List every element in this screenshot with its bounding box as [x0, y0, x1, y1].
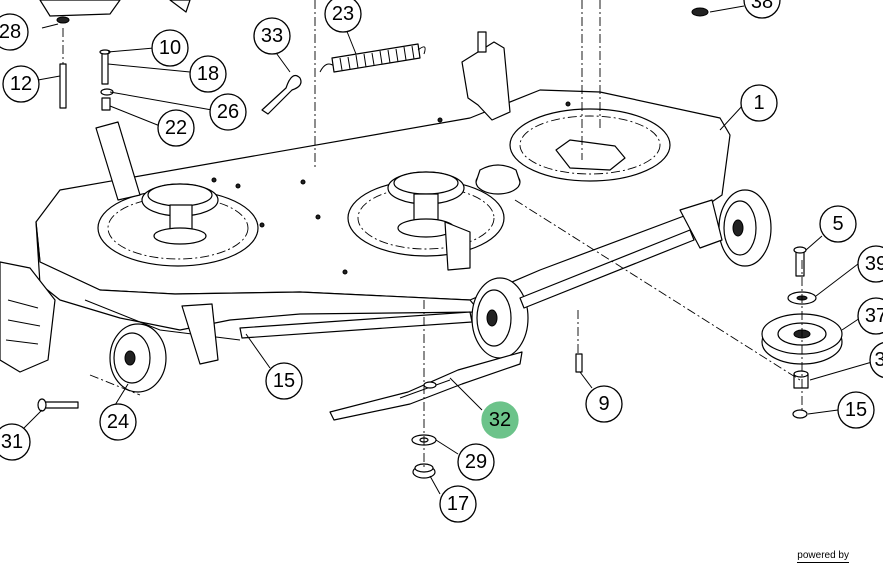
callout-33-label: 33 — [261, 25, 283, 47]
callout-38-label: 38 — [751, 0, 773, 13]
left-spindle-assembly — [95, 121, 259, 267]
callout-1[interactable]: 1 — [740, 84, 778, 122]
callout-17-label: 17 — [447, 493, 469, 515]
callout-29-label: 29 — [465, 451, 487, 473]
callout-15-left[interactable]: 15 — [265, 362, 303, 400]
callout-15-left-label: 15 — [273, 370, 295, 392]
right-spindle-pocket — [475, 108, 671, 195]
callout-29[interactable]: 29 — [457, 443, 495, 481]
callout-17[interactable]: 17 — [439, 485, 477, 523]
bolt-31 — [37, 398, 79, 412]
callout-24-label: 24 — [107, 411, 129, 433]
locknut — [792, 409, 808, 419]
callout-23-label: 23 — [332, 3, 354, 25]
bolt-9 — [575, 353, 583, 373]
wheel-axle-rods — [181, 229, 695, 365]
callout-31-label: 31 — [1, 431, 23, 453]
hairpin-clip — [261, 75, 302, 115]
callout-28-label: 28 — [0, 21, 21, 43]
deck-wheel-front-right — [471, 277, 529, 359]
left-side-bracket — [0, 261, 56, 373]
spacer — [793, 370, 809, 389]
callout-26[interactable]: 26 — [209, 93, 247, 131]
callout-28[interactable]: 28 — [0, 13, 29, 51]
callout-39-label: 39 — [865, 253, 883, 275]
callout-22[interactable]: 22 — [157, 109, 195, 147]
assembly-center-lines — [62, 0, 803, 470]
leader-lines — [23, 5, 873, 495]
callout-5[interactable]: 5 — [819, 205, 857, 243]
callout-39[interactable]: 39 — [857, 245, 883, 283]
callout-15-right[interactable]: 15 — [837, 391, 875, 429]
callout-15-right-label: 15 — [845, 399, 867, 421]
callout-3-label: 3 — [874, 349, 883, 371]
callout-5-label: 5 — [832, 213, 843, 235]
callout-10[interactable]: 10 — [151, 29, 189, 67]
callout-18-label: 18 — [197, 63, 219, 85]
extension-spring — [319, 43, 426, 73]
callout-38[interactable]: 38 — [743, 0, 781, 19]
callout-32-label: 32 — [489, 409, 511, 431]
shoulder-bolt — [793, 246, 807, 277]
small-hardware-38 — [691, 7, 709, 17]
left-bolt-stack — [39, 0, 191, 111]
callout-37-label: 37 — [865, 305, 883, 327]
callout-23[interactable]: 23 — [324, 0, 362, 33]
callout-32[interactable]: 32 — [481, 401, 519, 439]
callout-33[interactable]: 33 — [253, 17, 291, 55]
callout-1-label: 1 — [753, 92, 764, 114]
callout-37[interactable]: 37 — [857, 297, 883, 335]
callout-9-label: 9 — [598, 393, 609, 415]
callout-9[interactable]: 9 — [585, 385, 623, 423]
callout-24[interactable]: 24 — [99, 403, 137, 441]
hanger-bracket — [461, 31, 511, 121]
callout-12-label: 12 — [10, 73, 32, 95]
callout-31[interactable]: 31 — [0, 423, 31, 461]
deck-wheel-rear-right — [679, 189, 772, 267]
callout-10-label: 10 — [159, 37, 181, 59]
center-spindle-assembly — [347, 171, 505, 271]
idler-pulley — [761, 313, 843, 365]
powered-by-footer: powered by — [797, 550, 849, 563]
deck-wheel-front-left — [109, 323, 167, 393]
callout-12[interactable]: 12 — [2, 65, 40, 103]
callout-18[interactable]: 18 — [189, 55, 227, 93]
callout-3[interactable]: 3 — [869, 342, 883, 378]
callout-26-label: 26 — [217, 101, 239, 123]
callout-22-label: 22 — [165, 117, 187, 139]
